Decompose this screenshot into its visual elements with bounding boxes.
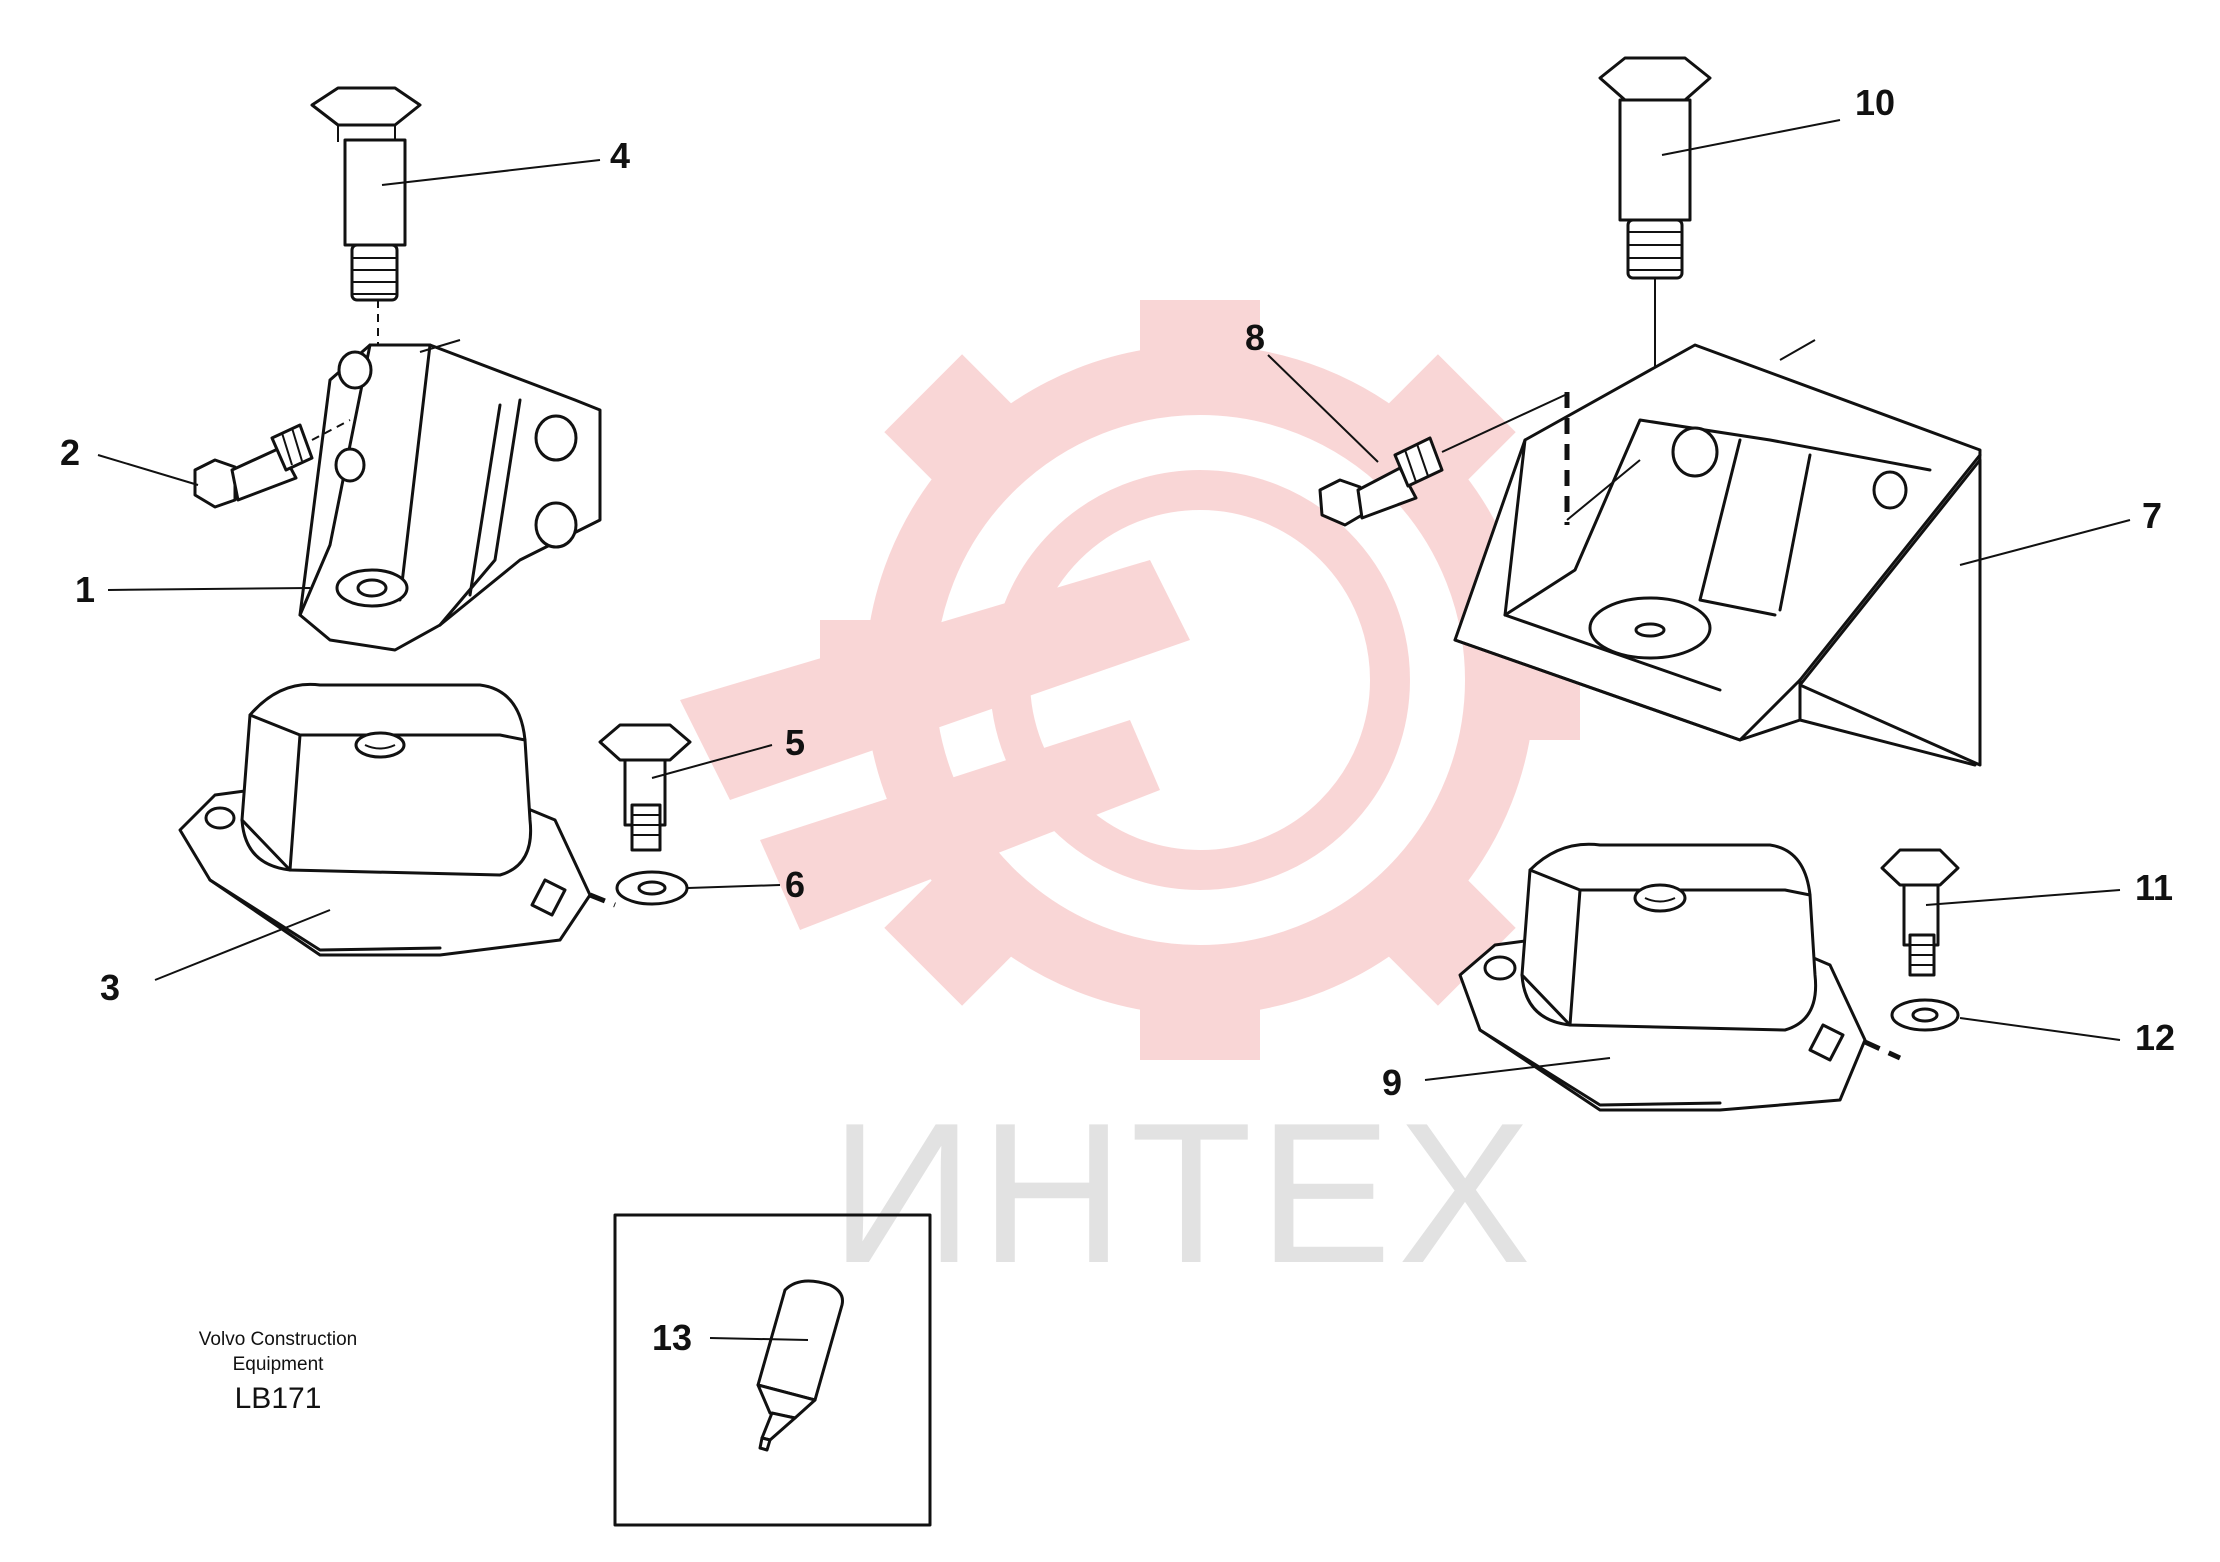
left-mount-assembly <box>178 86 692 957</box>
callout-13: 13 <box>652 1317 692 1358</box>
callout-3: 3 <box>100 967 120 1008</box>
callout-6: 6 <box>785 864 805 905</box>
callout-1: 1 <box>75 569 95 610</box>
callout-8: 8 <box>1245 317 1265 358</box>
rubber-mount-9 <box>1458 842 1902 1112</box>
bracket-7 <box>1453 339 1982 767</box>
callout-7: 7 <box>2142 495 2162 536</box>
watermark-text: ИНТЕХ <box>830 1082 1537 1305</box>
callout-12: 12 <box>2135 1017 2175 1058</box>
gear-wrench-logo-icon <box>680 300 1580 1060</box>
caption: Volvo Construction Equipment LB171 <box>199 1329 357 1415</box>
sealant-tube-13 <box>756 1279 844 1452</box>
bolt-4 <box>310 86 422 302</box>
bracket-1 <box>298 339 602 652</box>
callout-2: 2 <box>60 432 80 473</box>
bolt-10 <box>1598 56 1712 280</box>
callout-9: 9 <box>1382 1062 1402 1103</box>
bolt-8-axis <box>1441 394 1566 453</box>
washer-12 <box>1890 998 1960 1032</box>
callout-4: 4 <box>610 135 630 176</box>
caption-line1: Volvo Construction <box>199 1329 357 1350</box>
callout-5: 5 <box>785 722 805 763</box>
bolt-11 <box>1880 848 1960 977</box>
bolt-2 <box>193 423 314 509</box>
drawing-code: LB171 <box>235 1382 322 1415</box>
bolt-2-axis <box>311 419 351 441</box>
callout-11: 11 <box>2135 867 2173 908</box>
callouts: 4 2 1 3 5 6 10 8 7 9 11 12 13 <box>60 82 2175 1358</box>
callout-10: 10 <box>1855 82 1895 123</box>
right-mount-assembly <box>1318 56 1982 1112</box>
rubber-mount-3 <box>178 682 616 957</box>
bolt-5 <box>598 723 692 852</box>
washer-6 <box>615 870 689 906</box>
bolt-8 <box>1318 436 1444 527</box>
leader-lines <box>97 119 2131 1341</box>
caption-line2: Equipment <box>233 1354 325 1375</box>
